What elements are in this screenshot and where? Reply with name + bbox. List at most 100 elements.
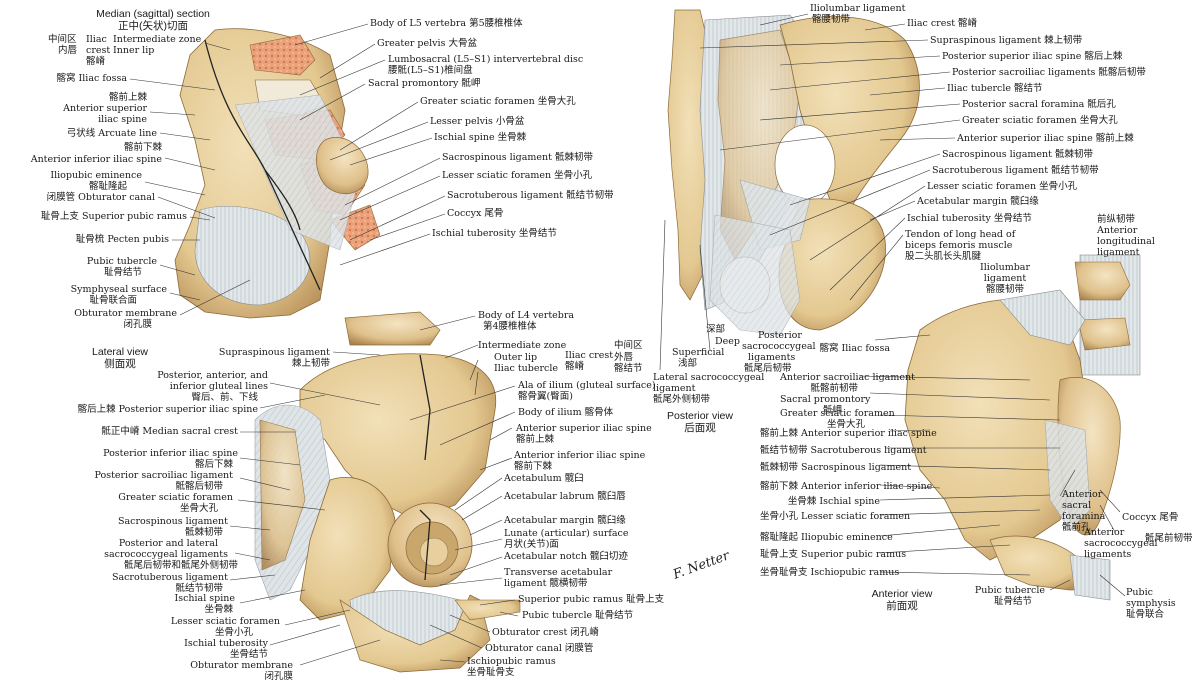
crest-zh-inner: 内唇 xyxy=(58,45,78,56)
lateral-right-label: 髂前下棘 xyxy=(514,461,553,472)
lateral-right-label: Pubic tubercle 耻骨结节 xyxy=(522,610,634,621)
posterior-right-label: Tendon of long head of xyxy=(905,229,1016,240)
lateral-right-label: Anterior superior iliac spine xyxy=(516,423,652,434)
lateral-right-label: 髂前上棘 xyxy=(516,434,555,445)
leader-lines xyxy=(129,13,1126,666)
lateral-crest-outer-zh: 外唇 xyxy=(614,352,634,363)
lateral-right-label: Intermediate zone xyxy=(478,340,567,351)
median-left-label: Obturator membrane xyxy=(74,308,177,319)
lateral-right-label: Body of L4 vertebra xyxy=(478,310,575,321)
lateral-right-label: Outer lip xyxy=(494,352,538,363)
anterior-top-label: 前纵韧带 xyxy=(1097,214,1136,225)
posterior-sacro-label: 骶尾后韧带 xyxy=(744,363,792,374)
lateral-right-label: Anterior inferior iliac spine xyxy=(514,450,646,461)
median-left-label: 髂前上棘 xyxy=(108,92,147,103)
anterior-left-label: 耻骨结节 xyxy=(993,596,1032,607)
median-right-label: Greater pelvis 大骨盆 xyxy=(377,38,477,49)
crest-zh-intermediate: 中间区 xyxy=(48,34,77,45)
anterior-right-label: Anterior xyxy=(1062,489,1103,500)
posterior-right-label: biceps femoris muscle xyxy=(905,240,1013,251)
median-right-label: Ischial tuberosity 坐骨结节 xyxy=(432,228,557,239)
lateral-right-label: Obturator canal 闭膜管 xyxy=(485,643,594,654)
lateral-left-label: 骶尾后韧带和骶尾外侧韧带 xyxy=(123,560,238,571)
anterior-left-label: 髂前下棘 Anterior inferior iliac spine xyxy=(760,481,933,492)
median-right-label: Lesser pelvis 小骨盆 xyxy=(430,116,525,127)
lateral-right-label: Superior pubic ramus 耻骨上支 xyxy=(518,594,665,605)
posterior-right-label: Iliac crest 髂嵴 xyxy=(907,18,978,29)
lateral-right-label: ligament 髋横韧带 xyxy=(504,578,588,589)
anterior-left-label: 骶棘韧带 Sacrospinous ligament xyxy=(760,462,912,473)
anterior-title-zh: 前面观 xyxy=(886,600,918,612)
posterior-right-label: Lesser sciatic foramen 坐骨小孔 xyxy=(927,181,1078,192)
lateral-crest-tubercle-zh: 髂结节 xyxy=(614,363,643,374)
lateral-left-label: 闭孔膜 xyxy=(264,671,293,682)
lateral-right-label: 月状(关节)面 xyxy=(504,539,559,550)
median-section-art xyxy=(174,28,381,319)
median-left-label: Anterior superior xyxy=(63,103,147,114)
median-left-label: Iliopubic eminence xyxy=(50,170,142,181)
posterior-lat-sacro: Lateral sacrococcygeal xyxy=(653,372,765,383)
anterior-left-label: 坐骨耻骨支 Ischiopubic ramus xyxy=(760,567,900,578)
anterior-right-label: foramina xyxy=(1062,511,1106,522)
lateral-right-label: Acetabular margin 髋臼缘 xyxy=(504,515,626,526)
median-left-label: 髂前下棘 xyxy=(123,142,162,153)
posterior-right-label: Posterior superior iliac spine 髂后上棘 xyxy=(942,51,1123,62)
anterior-top-label: ligament xyxy=(1097,247,1140,258)
posterior-right-label: Greater sciatic foramen 坐骨大孔 xyxy=(962,115,1118,126)
median-left-label: 髂耻隆起 xyxy=(88,181,127,192)
anterior-right-label: 骶尾前韧带 xyxy=(1145,533,1193,544)
median-left-label: 闭膜管 Obturator canal xyxy=(46,192,155,203)
lateral-crest-zone-zh: 中间区 xyxy=(614,340,643,351)
posterior-deep-zh: 深部 xyxy=(706,324,726,335)
anterior-left-label: Greater sciatic foramen xyxy=(780,408,895,419)
lateral-view-art xyxy=(254,311,521,673)
median-left-label: 弓状线 Arcuate line xyxy=(66,128,157,139)
anterior-left-label: Sacral promontory xyxy=(780,394,871,405)
anterior-right-label: Pubic xyxy=(1126,587,1153,598)
anterior-left-label: Pubic tubercle xyxy=(974,585,1045,596)
crest-lip: Inner lip xyxy=(113,45,155,56)
anterior-top-label: 髂腰韧带 xyxy=(985,284,1024,295)
lateral-left-label: Ischial spine xyxy=(174,593,235,604)
median-left-label: 髂窝 Iliac fossa xyxy=(56,73,127,84)
lateral-left-label: 棘上韧带 xyxy=(291,358,330,369)
posterior-right-label: Iliolumbar ligament xyxy=(810,3,906,14)
anterior-right-label: sacrococcygeal xyxy=(1084,538,1158,549)
median-title-zh: 正中(矢状)切面 xyxy=(118,20,188,32)
lateral-title: Lateral view xyxy=(91,346,149,358)
lateral-right-label: Acetabulum 髋臼 xyxy=(504,473,584,484)
median-right-label: Coccyx 尾骨 xyxy=(447,208,504,219)
median-left-label: Symphyseal surface xyxy=(70,284,167,295)
posterior-right-label: Posterior sacroiliac ligaments 骶髂后韧带 xyxy=(952,67,1146,78)
lateral-right-label: Acetabular labrum 髋臼唇 xyxy=(504,491,626,502)
anterior-left-label: 髂窝 Iliac fossa xyxy=(819,343,890,354)
lateral-right-label: Ischiopubic ramus xyxy=(467,656,556,667)
anterior-left-label: 髂前上棘 Anterior superior iliac spine xyxy=(760,428,937,439)
lateral-title-zh: 侧面观 xyxy=(104,358,136,370)
lateral-left-label: 坐骨小孔 xyxy=(214,627,253,638)
crest-zh-crest: 髂嵴 xyxy=(86,56,106,67)
crest-crest: crest xyxy=(86,45,111,56)
lateral-left-label: Obturator membrane xyxy=(190,660,293,671)
lateral-crest-zh: 髂嵴 xyxy=(565,361,585,372)
lateral-left-label: Posterior, anterior, and xyxy=(157,370,268,381)
posterior-right-label: 股二头肌长头肌腱 xyxy=(905,251,982,262)
anterior-top-label: longitudinal xyxy=(1097,236,1155,247)
median-right-label: Lesser sciatic foramen 坐骨小孔 xyxy=(442,170,593,181)
posterior-view-art xyxy=(652,8,920,338)
median-right-label: Sacral promontory 骶岬 xyxy=(368,78,481,89)
median-left-label: 闭孔膜 xyxy=(123,319,152,330)
anterior-left-label: 坐骨棘 Ischial spine xyxy=(787,496,880,507)
anterior-right-label: Coccyx 尾骨 xyxy=(1122,512,1179,523)
posterior-superficial-zh: 浅部 xyxy=(678,358,698,369)
posterior-right-label: Anterior superior iliac spine 髂前上棘 xyxy=(957,133,1134,144)
posterior-right-label: Acetabular margin 髋臼缘 xyxy=(917,196,1039,207)
lateral-left-label: 坐骨大孔 xyxy=(179,503,218,514)
posterior-right-label: Posterior sacral foramina 骶后孔 xyxy=(962,99,1116,110)
anterior-left-label: 骶髂前韧带 xyxy=(810,383,858,394)
lateral-left-label: inferior gluteal lines xyxy=(169,381,268,392)
crest-zone: Intermediate zone xyxy=(113,34,202,45)
lateral-left-label: Posterior sacroiliac ligament xyxy=(94,470,233,481)
lateral-right-label: Obturator crest 闭孔嵴 xyxy=(492,627,599,638)
